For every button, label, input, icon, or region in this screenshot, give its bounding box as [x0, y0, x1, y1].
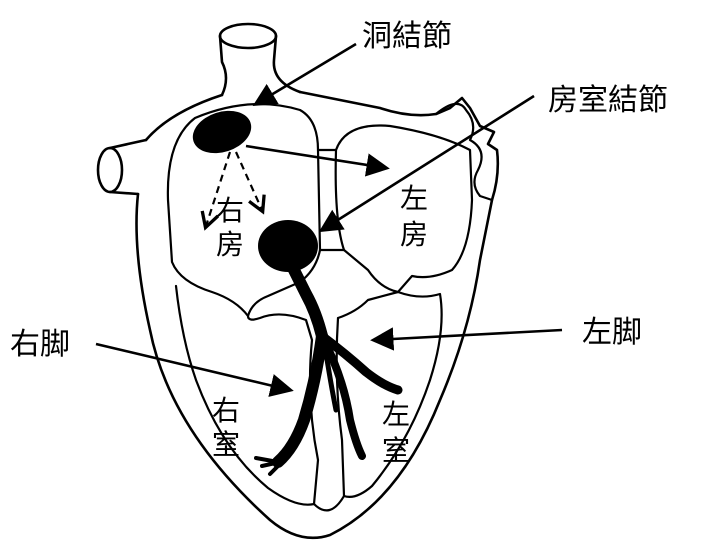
right-ventricle-label-2: 室	[212, 428, 240, 461]
ventricular-septum	[314, 496, 344, 510]
av-node-label: 房室結節	[548, 83, 668, 118]
right-bundle-label: 右脚	[10, 327, 70, 362]
right-bundle-pointer	[96, 344, 290, 390]
left-atrium-label-2: 房	[400, 218, 428, 251]
inferior-vena-cava	[98, 140, 146, 194]
left-atrium-label-1: 左	[400, 182, 428, 215]
sa-to-left-atrium-arrow	[246, 146, 386, 168]
sinoatrial-node	[187, 104, 256, 161]
sinoatrial-node-label: 洞結節	[362, 19, 452, 54]
right-ventricle-inner-wall	[176, 286, 318, 505]
left-bundle-label: 左脚	[582, 315, 642, 350]
sinoatrial-node-pointer	[256, 44, 356, 104]
left-bundle-pointer	[374, 330, 562, 340]
his-bundle-and-branches	[256, 262, 398, 474]
left-ventricle-label-1: 左	[382, 398, 410, 431]
left-ventricle-label-2: 室	[382, 434, 410, 467]
right-ventricle-label-1: 右	[212, 394, 240, 427]
right-atrium-label-1: 右	[216, 194, 244, 227]
right-atrium-label-2: 房	[216, 228, 244, 261]
